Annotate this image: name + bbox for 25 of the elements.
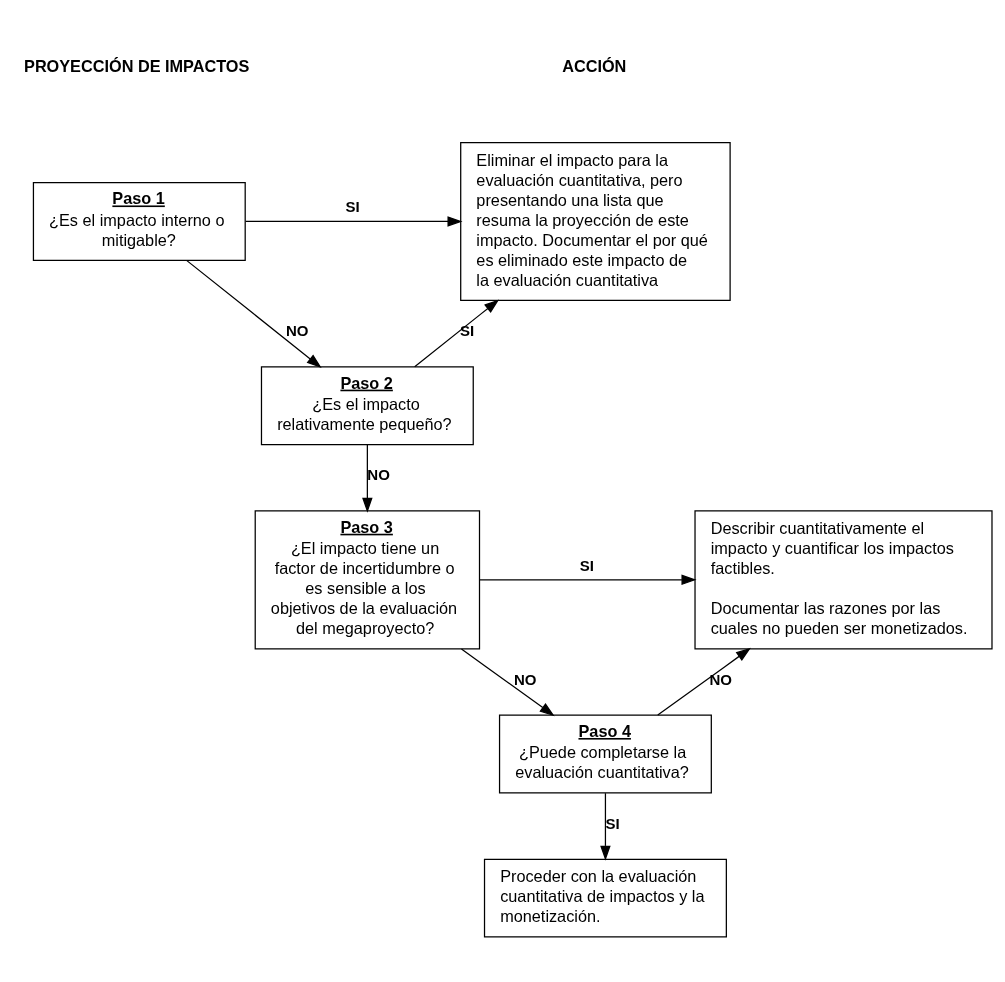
arrow [185, 259, 322, 368]
arrow [478, 574, 696, 585]
arrow [656, 647, 751, 716]
arrow [413, 298, 499, 367]
node-box: Proceder con la evaluación cuantitativa de impactos y la monetización. [483, 858, 727, 938]
edge-label: NO [366, 465, 390, 483]
node-box: Paso 3 ¿El impacto tiene un factor de incertidumbre o es sensible a los objetivos de la evaluación del megaproyecto? [254, 509, 480, 649]
arrow [460, 647, 555, 716]
edge-label: NO [513, 670, 536, 688]
node-box: Paso 1 ¿Es el impacto interno o mitigable? [32, 181, 246, 261]
edge-label: SI [459, 321, 474, 339]
edge-label: SI [604, 814, 620, 832]
arrow [361, 443, 373, 513]
edge-label: SI [344, 197, 360, 215]
arrow [244, 215, 462, 227]
edge-label: NO [285, 321, 308, 339]
label: ACCIÓN [561, 56, 626, 75]
node-box: Paso 4 ¿Puede completarse la evaluación cuantitativa? [498, 714, 712, 793]
node-box: Describir cuantitativamente el impacto y cuantificar los impactos factibles. Documentar las razones por las cuales no pueden ser monetizados. [693, 509, 993, 649]
label: PROYECCIÓN DE IMPACTOS [23, 56, 249, 75]
node-box: Paso 2 ¿Es el impacto relativamente pequeño? [260, 365, 474, 445]
edge-label: SI [579, 556, 594, 574]
arrow [599, 792, 611, 861]
edge-label: NO [708, 670, 732, 688]
node-box: Eliminar el impacto para la evaluación cuantitativa, pero presentando una lista que resuma la proyección de este impacto. Documentar el por qué es eliminado este impacto de la evaluación cuantitativa [459, 141, 731, 301]
